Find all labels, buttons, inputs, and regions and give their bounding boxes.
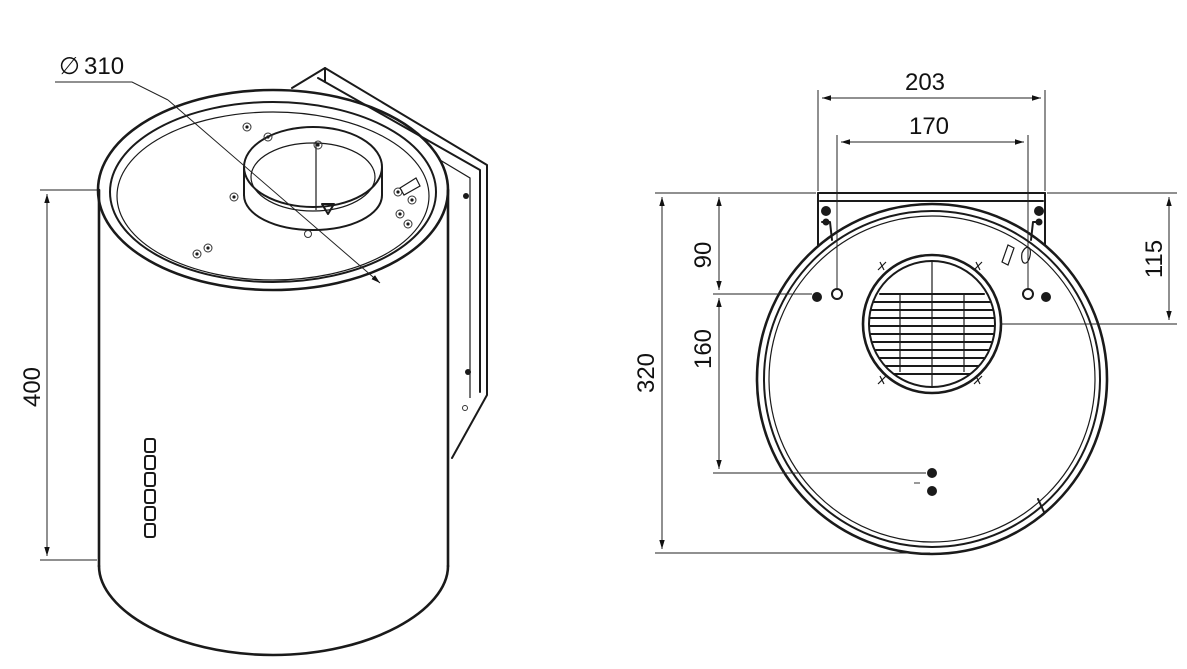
control-button bbox=[144, 506, 156, 521]
diameter-symbol: ∅ bbox=[59, 53, 80, 80]
overall-height-label: 320 bbox=[633, 353, 660, 393]
hood-cylinder bbox=[97, 188, 450, 657]
control-button bbox=[144, 455, 156, 470]
top-view: 203 170 320 90 160 bbox=[633, 69, 1177, 556]
dimension-160: 160 bbox=[690, 298, 926, 474]
duct-collar bbox=[243, 126, 383, 231]
grille-slats bbox=[869, 293, 995, 375]
control-button bbox=[144, 472, 156, 487]
diameter-dimension: ∅ 310 bbox=[55, 53, 381, 284]
control-button bbox=[144, 438, 156, 453]
hole-spacing-label: 160 bbox=[690, 329, 717, 369]
perspective-view: ∅ 310 400 bbox=[19, 53, 488, 657]
duct-offset-label: 115 bbox=[1141, 240, 1168, 278]
control-button bbox=[144, 489, 156, 504]
height-label: 400 bbox=[19, 367, 46, 407]
mount-offset-label: 90 bbox=[690, 242, 717, 269]
diameter-label: 310 bbox=[84, 53, 124, 80]
dimension-203: 203 bbox=[817, 69, 1046, 191]
height-dimension: 400 bbox=[19, 189, 97, 561]
control-panel bbox=[144, 438, 156, 538]
dimension-90: 90 bbox=[690, 197, 812, 295]
dimension-115: 115 bbox=[1000, 192, 1177, 325]
bracket-outer-width-label: 203 bbox=[905, 69, 945, 96]
bracket-inner-width-label: 170 bbox=[909, 113, 949, 140]
fan-grille bbox=[861, 253, 1003, 395]
control-button bbox=[144, 523, 156, 538]
dimension-320: 320 bbox=[633, 192, 930, 554]
top-rim bbox=[96, 88, 450, 292]
dimension-170: 170 bbox=[836, 113, 1029, 289]
top-view-rings bbox=[755, 202, 1109, 556]
top-screws bbox=[192, 122, 421, 259]
